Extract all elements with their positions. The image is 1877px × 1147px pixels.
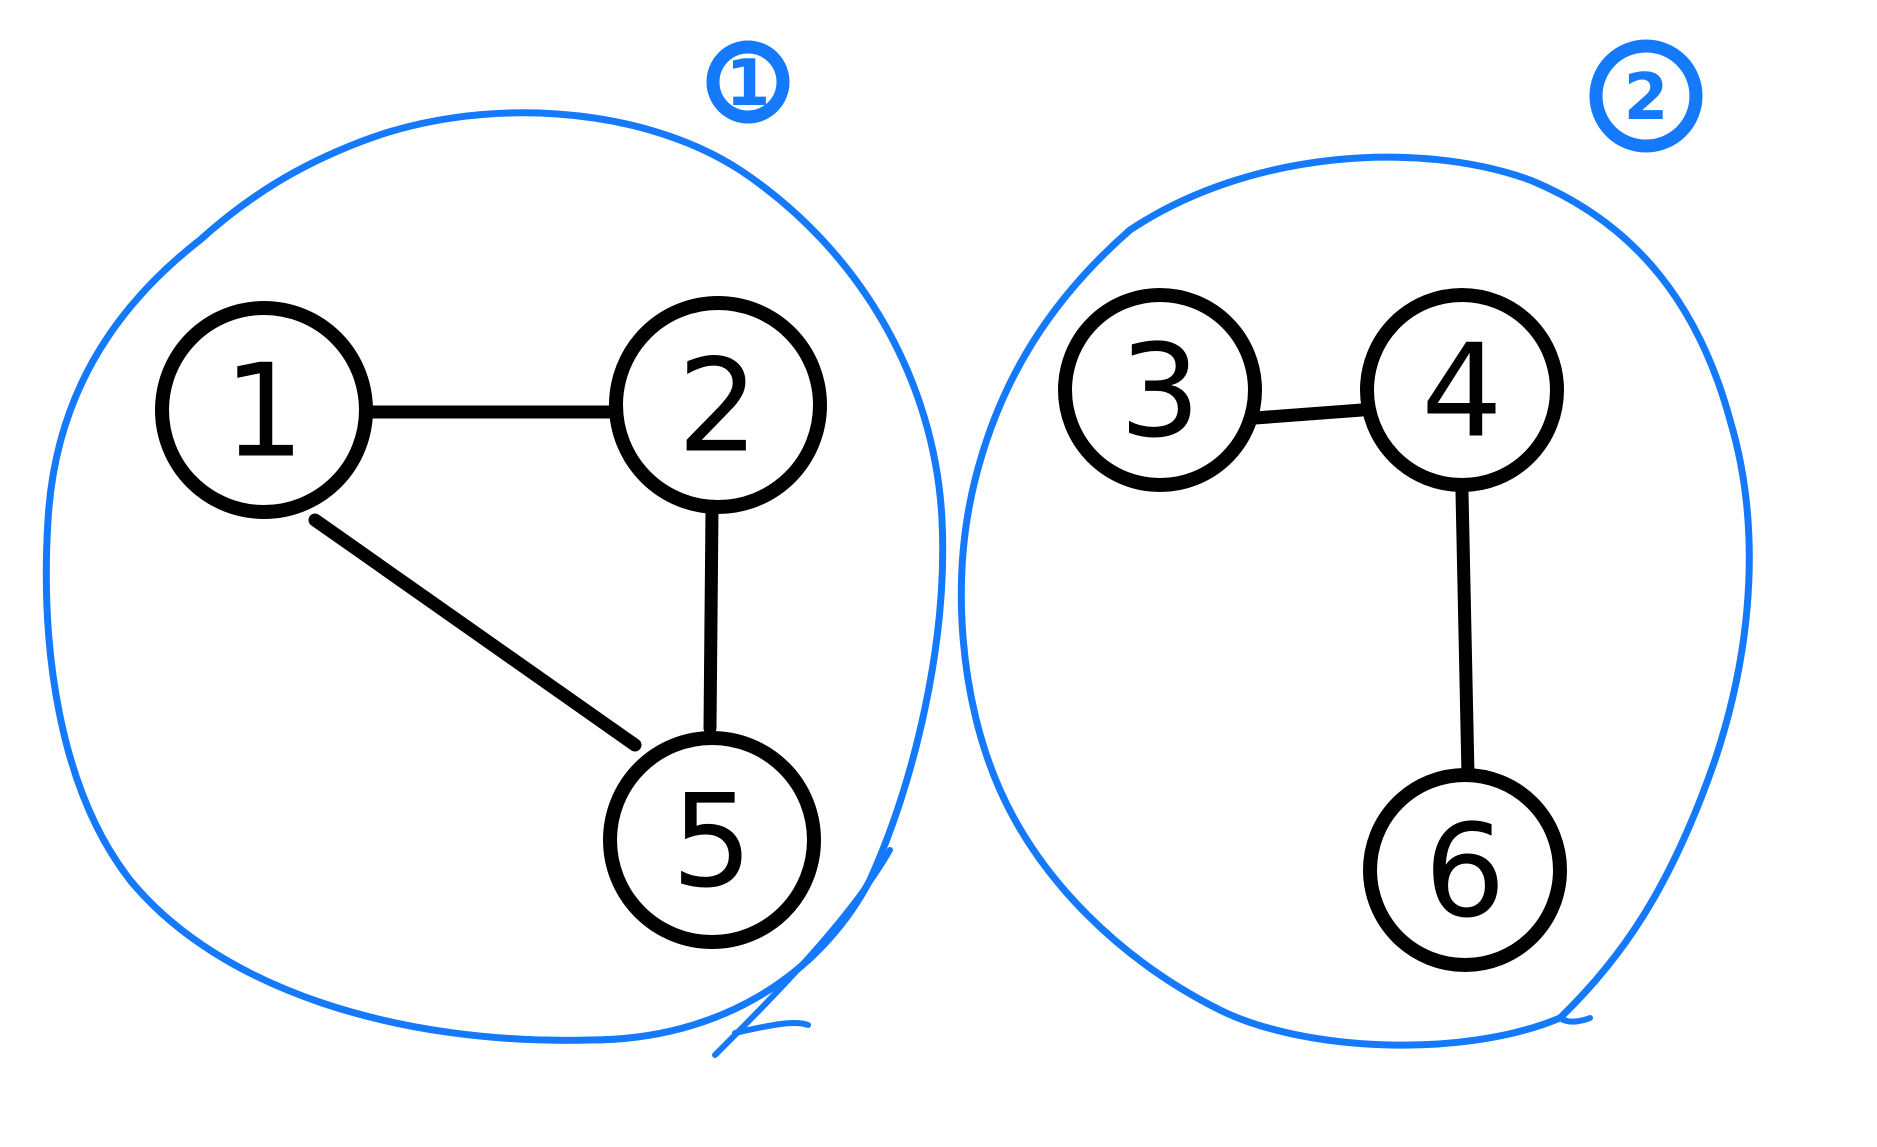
graph-node: 1 — [155, 301, 373, 519]
component-2-badge: 2 — [1589, 39, 1703, 153]
edge-1-5 — [308, 513, 642, 752]
component-2-outline — [957, 153, 1753, 1049]
component-2-badge-ring — [1589, 39, 1703, 153]
node-2-label: 2 — [677, 333, 758, 482]
component-1-outline — [42, 109, 947, 1044]
edges — [308, 403, 1475, 782]
node-3-label: 3 — [1119, 318, 1200, 467]
node-4-ring — [1360, 288, 1564, 492]
node-5-label: 5 — [671, 768, 752, 917]
component-1 — [42, 109, 947, 1058]
component-1-badge-ring — [706, 40, 790, 124]
component-2 — [957, 153, 1753, 1049]
component-2-badge-label: 2 — [1624, 61, 1669, 135]
graph-node: 6 — [1363, 768, 1567, 972]
node-3-ring — [1058, 288, 1262, 492]
node-1-ring — [155, 301, 373, 519]
node-5-ring — [603, 731, 821, 949]
edge-2-5 — [703, 503, 719, 735]
graph-node: 4 — [1360, 288, 1564, 492]
edge-3-4 — [1248, 403, 1369, 425]
component-1-badge-label: 1 — [726, 47, 771, 121]
node-2-ring — [609, 296, 827, 514]
component-2-outline-tail — [1557, 1015, 1593, 1025]
component-1-outline-tail-end — [732, 1020, 811, 1036]
edge-4-6 — [1455, 485, 1475, 782]
node-4-label: 4 — [1421, 318, 1502, 467]
graph-node: 3 — [1058, 288, 1262, 492]
node-1-label: 1 — [223, 338, 304, 487]
graph-node: 5 — [603, 731, 821, 949]
node-6-label: 6 — [1424, 798, 1505, 947]
graph-node: 2 — [609, 296, 827, 514]
node-6-ring — [1363, 768, 1567, 972]
component-1-badge: 1 — [706, 40, 790, 124]
